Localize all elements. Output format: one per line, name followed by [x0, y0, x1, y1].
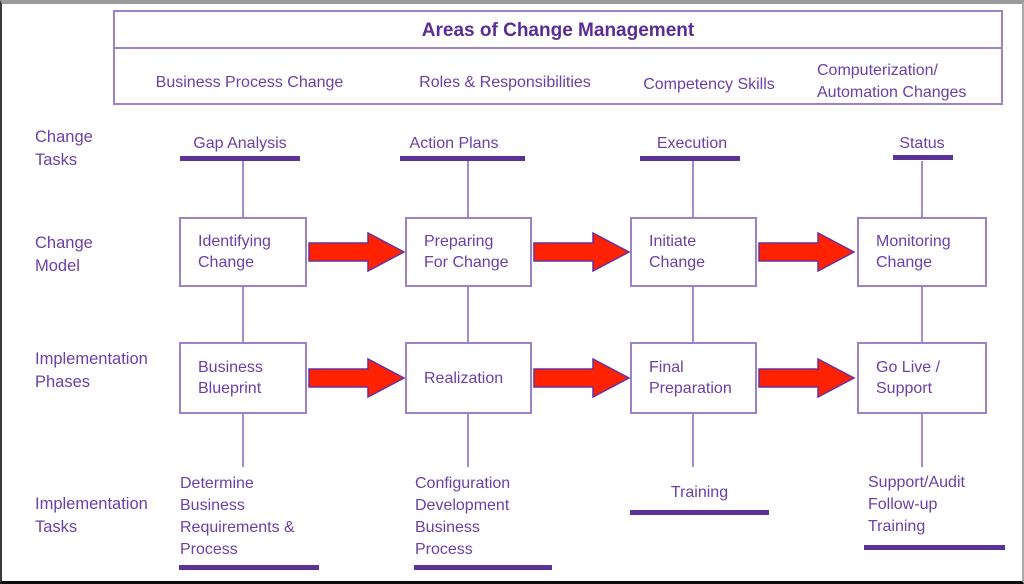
impl-task-support-audit-followup: Support/Audit Follow-up Training	[868, 474, 965, 535]
row-label-change-model: Change Model	[35, 234, 93, 275]
row-label-change-tasks: Change Tasks	[35, 128, 93, 169]
flow-arrow-right	[533, 356, 631, 400]
connector-line	[242, 161, 244, 217]
area-label-competency-skills: Competency Skills	[643, 76, 775, 93]
impl-task-underline	[630, 510, 769, 515]
phase-box-label: Go Live / Support	[876, 359, 941, 397]
connector-line	[692, 414, 694, 467]
connector-line	[467, 287, 469, 342]
area-label-computerization-automation: Computerization/ Automation Changes	[817, 62, 967, 101]
impl-task-underline	[864, 545, 1005, 550]
impl-task-underline	[179, 565, 319, 570]
model-box-label: Preparing For Change	[424, 233, 509, 271]
row-label-implementation-phases: Implementation Phases	[35, 350, 148, 391]
phase-box-label: Business Blueprint	[198, 359, 263, 397]
arrow-right-icon	[758, 357, 856, 399]
header-divider	[115, 47, 1001, 49]
flow-arrow-right	[758, 356, 856, 400]
model-box-label: Monitoring Change	[876, 233, 951, 271]
connector-line	[242, 414, 244, 467]
impl-task-underline	[414, 565, 552, 570]
model-box-preparing-for-change: Preparing For Change	[405, 217, 532, 287]
flow-arrow-right	[758, 230, 856, 274]
phase-box-final-preparation: Final Preparation	[630, 342, 757, 414]
phase-box-business-blueprint: Business Blueprint	[179, 342, 307, 414]
impl-task-determine-business-requirements: Determine Business Requirements & Proces…	[180, 475, 295, 558]
area-label-business-process-change: Business Process Change	[155, 74, 344, 91]
areas-header-title: Areas of Change Management	[421, 20, 695, 41]
phase-box-label: Final Preparation	[649, 359, 732, 397]
model-box-identifying-change: Identifying Change	[179, 217, 307, 287]
arrow-right-icon	[308, 357, 406, 399]
arrow-right-icon	[533, 357, 631, 399]
areas-header-box: Areas of Change Management	[113, 10, 1003, 105]
task-underline-gap-analysis	[180, 156, 300, 161]
task-label-action-plans: Action Plans	[409, 135, 499, 152]
phase-box-go-live-support: Go Live / Support	[857, 342, 987, 414]
model-box-label: Identifying Change	[198, 233, 271, 271]
arrow-right-icon	[533, 231, 631, 273]
task-label-status: Status	[899, 135, 945, 152]
arrow-right-icon	[758, 231, 856, 273]
phase-box-label: Realization	[424, 369, 504, 387]
flow-arrow-right	[533, 230, 631, 274]
connector-line	[467, 161, 469, 217]
area-label-roles-responsibilities: Roles & Responsibilities	[419, 74, 591, 91]
connector-line	[692, 161, 694, 217]
model-box-monitoring-change: Monitoring Change	[857, 217, 987, 287]
task-underline-status	[893, 155, 953, 160]
connector-line	[921, 161, 923, 217]
task-label-gap-analysis: Gap Analysis	[193, 135, 287, 152]
arrow-right-icon	[308, 231, 406, 273]
model-box-initiate-change: Initiate Change	[630, 217, 757, 287]
task-underline-action-plans	[400, 156, 525, 161]
flow-arrow-right	[308, 356, 406, 400]
phase-box-realization: Realization	[405, 342, 532, 414]
connector-line	[921, 287, 923, 342]
flow-arrow-right	[308, 230, 406, 274]
impl-task-training: Training	[670, 484, 729, 501]
model-box-label: Initiate Change	[649, 233, 706, 271]
row-label-implementation-tasks: Implementation Tasks	[35, 495, 148, 536]
connector-line	[921, 414, 923, 467]
connector-line	[467, 414, 469, 467]
connector-line	[692, 287, 694, 342]
task-label-execution: Execution	[656, 135, 728, 152]
connector-line	[242, 287, 244, 342]
task-underline-execution	[640, 156, 740, 161]
impl-task-configuration-development: Configuration Development Business Proce…	[415, 475, 511, 558]
